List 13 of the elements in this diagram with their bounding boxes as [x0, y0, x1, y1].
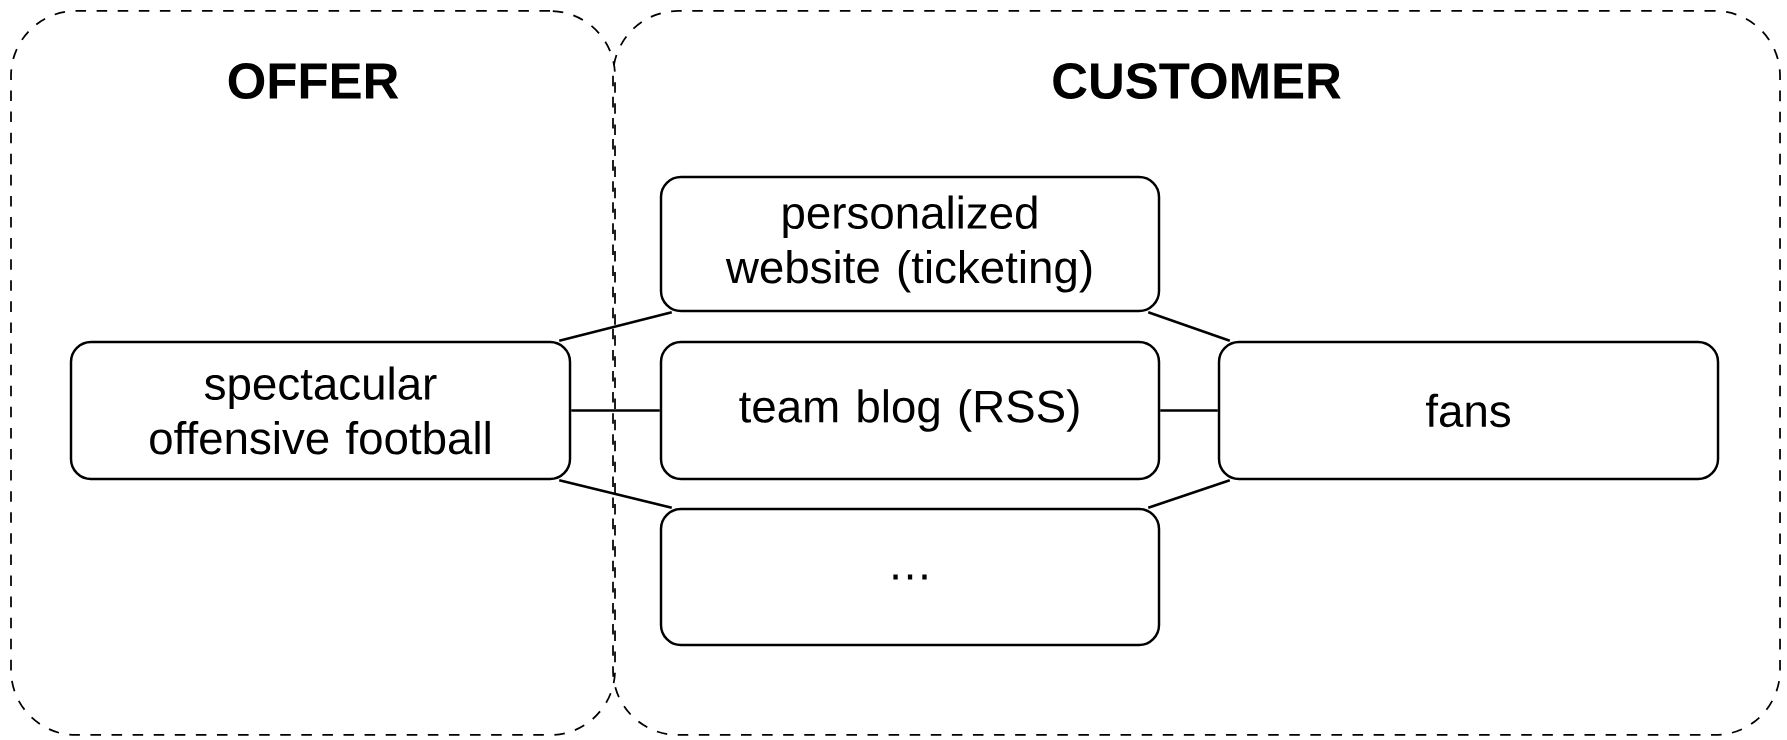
connector-line: [558, 311, 673, 342]
connector-line: [558, 479, 673, 509]
region-title: CUSTOMER: [1053, 62, 1341, 100]
connector-line: [1147, 311, 1231, 342]
rounded-box: team blog (RSS): [659, 340, 1161, 481]
rounded-box: …: [659, 507, 1161, 647]
rounded-box: fans: [1217, 340, 1720, 481]
connector-line: [1160, 409, 1218, 412]
connector-line: [1147, 479, 1231, 509]
rounded-box: personalized website (ticketing): [659, 175, 1161, 313]
rounded-box: spectacular offensive football: [69, 340, 572, 481]
region-title: OFFER: [228, 62, 399, 100]
connector-line: [571, 409, 660, 412]
